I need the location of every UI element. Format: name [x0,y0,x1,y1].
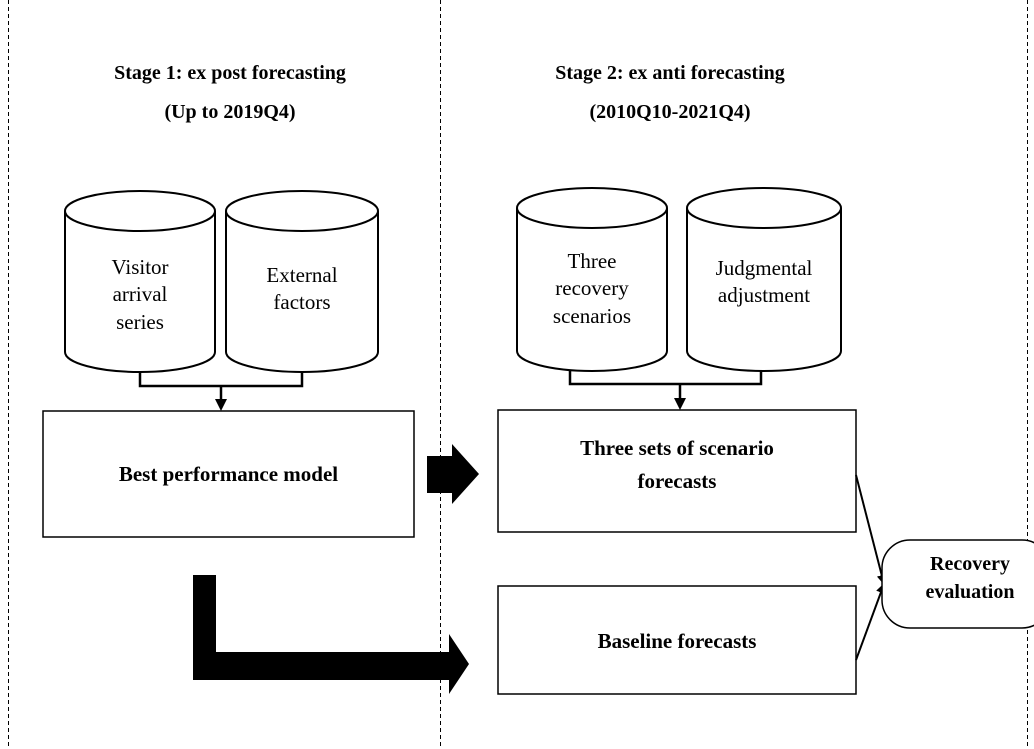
box-label-line: Three sets of scenario [580,436,774,460]
stage2-title: Stage 2: ex anti forecasting [555,62,785,84]
visitor-arrival-cylinder [64,190,216,373]
judgmental-adjustment-cylinder-label: Judgmental adjustment [687,255,841,310]
best-performance-model-label: Best performance model [118,462,339,486]
recovery-evaluation-box [881,539,1034,629]
scenario-forecasts-label: Three sets of scenario forecasts [498,432,856,497]
recovery-scenarios-cylinder-label: Three recovery scenarios [517,248,667,330]
stage1-cylinder-connector [138,372,304,400]
stage1-title: Stage 1: ex post forecasting [114,62,346,84]
cylinder-label-line: Three [567,249,617,273]
scenario-forecasts-box [497,409,857,533]
stage2-period: (2010Q10-2021Q4) [589,101,751,123]
cylinder-label-line: factors [273,290,331,315]
judgmental-adjustment-cylinder [686,187,842,372]
stage2-down-arrowhead [674,398,686,410]
external-factors-cylinder [225,190,379,373]
evaluation-label-line: evaluation [925,581,1015,603]
external-factors-cylinder-label: External factors [226,262,378,317]
stage1-down-arrowhead [215,399,227,411]
baseline-to-evaluation-arrow [855,583,886,661]
best-performance-model-box [42,410,415,538]
evaluation-label-line: Recovery [930,553,1010,575]
cylinder-label-line: Visitor [111,255,169,279]
recovery-scenarios-cylinder [516,187,668,372]
visitor-arrival-cylinder-label: Visitor arrival series [65,254,215,336]
recovery-evaluation-label: Recovery evaluation [906,550,1034,606]
baseline-forecasts-label: Baseline forecasts [597,629,757,653]
cylinder-label-line: scenarios [552,303,632,328]
cylinder-label-line: External [266,263,338,287]
cylinder-label-line: Judgmental [715,256,813,280]
cylinder-label-line: recovery [555,276,629,301]
box-label-line: forecasts [637,468,717,493]
cylinder-label-line: series [116,309,164,334]
stage2-cylinder-connector [568,371,763,400]
baseline-l-shaped-arrow [193,575,469,694]
baseline-forecasts-box [497,585,857,695]
stage-transition-block-arrow [427,444,479,504]
stage1-period: (Up to 2019Q4) [164,101,296,123]
cylinder-label-line: adjustment [717,283,811,308]
cylinder-label-line: arrival [112,282,168,307]
scenario-to-evaluation-arrow [855,474,887,585]
